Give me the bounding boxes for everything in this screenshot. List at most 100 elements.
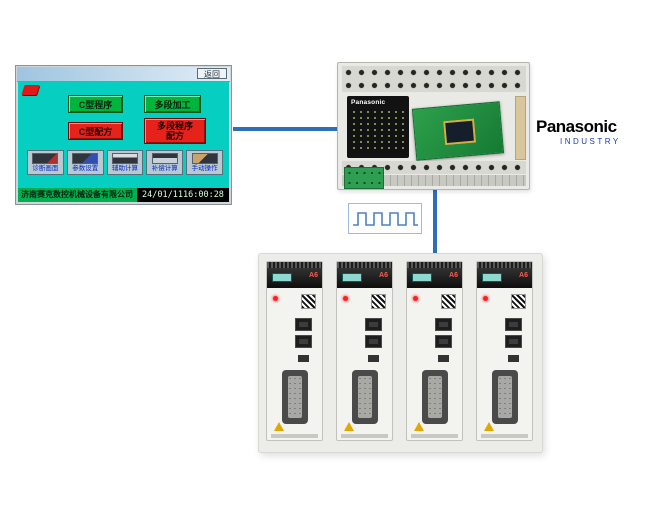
plc-green-terminal-block: [344, 167, 384, 189]
io-connector: [351, 370, 378, 424]
multi-segment-machining-button[interactable]: 多段加工: [144, 95, 201, 113]
power-led: [483, 296, 488, 301]
servo-base: [411, 434, 458, 438]
network-port: [365, 335, 382, 348]
manual-operation-button[interactable]: 手动操作: [186, 150, 223, 175]
auxiliary-calc-button[interactable]: 辅助计算: [106, 150, 144, 175]
power-led: [413, 296, 418, 301]
parameter-settings-icon: [72, 153, 99, 164]
network-port: [435, 335, 452, 348]
c-program-button[interactable]: C型程序: [68, 95, 123, 113]
servo-base: [481, 434, 528, 438]
manual-operation-icon: [191, 153, 218, 164]
network-port: [435, 318, 452, 331]
servo-series-badge: A6: [519, 272, 528, 279]
hmi-panel: 返回 C型程序 多段加工 C型配方 多段程序配方 诊断画面 参数设置: [15, 65, 232, 205]
menu-label-compensation: 补偿计算: [151, 165, 178, 172]
plc-terminal-strip: [342, 175, 526, 186]
servo-series-badge: A6: [309, 272, 318, 279]
hmi-logo-icon: [21, 85, 40, 95]
c-recipe-button[interactable]: C型配方: [68, 122, 123, 140]
usb-port: [508, 355, 519, 362]
pulse-signal-icon: [348, 203, 422, 234]
hmi-menu-bar: 诊断画面 参数设置 辅助计算 补偿计算 手动操作: [27, 150, 223, 175]
network-port: [295, 335, 312, 348]
comm-ports: [435, 318, 452, 352]
diagnosis-screen-button[interactable]: 诊断画面: [27, 150, 64, 175]
servo-display: [272, 273, 292, 282]
network-port: [295, 318, 312, 331]
plc-front-label: Panasonic: [347, 96, 409, 158]
warning-icon: [274, 422, 284, 431]
servo-drive-1: A6: [266, 261, 323, 441]
brand-logo: Panasonic INDUSTRY: [536, 118, 642, 146]
connector-pins: [287, 376, 302, 418]
qr-label: [301, 294, 316, 309]
connector-pins: [357, 376, 372, 418]
connector-pins: [427, 376, 442, 418]
hmi-statusbar: 济南赛克数控机械设备有限公司 24/01/1116:00:28: [18, 188, 229, 202]
diagnosis-icon: [32, 153, 59, 164]
servo-display: [342, 273, 362, 282]
warning-icon: [414, 422, 424, 431]
network-port: [365, 318, 382, 331]
io-connector: [421, 370, 448, 424]
network-port: [505, 318, 522, 331]
power-led: [273, 296, 278, 301]
servo-head: A6: [337, 262, 392, 288]
heatsink-fins: [337, 262, 392, 268]
servo-drive-3: A6: [406, 261, 463, 441]
servo-head: A6: [407, 262, 462, 288]
menu-label-diagnosis: 诊断画面: [32, 165, 59, 172]
menu-label-manual: 手动操作: [191, 165, 218, 172]
io-connector: [281, 370, 308, 424]
plc-to-servo-link: [433, 190, 437, 254]
usb-port: [298, 355, 309, 362]
back-button[interactable]: 返回: [197, 68, 227, 79]
comm-ports: [365, 318, 382, 352]
servo-display: [412, 273, 432, 282]
compensation-calc-icon: [151, 153, 178, 164]
servo-series-badge: A6: [379, 272, 388, 279]
compensation-calc-button[interactable]: 补偿计算: [146, 150, 184, 175]
qr-label: [511, 294, 526, 309]
servo-base: [271, 434, 318, 438]
brand-name: Panasonic: [536, 117, 617, 136]
usb-port: [368, 355, 379, 362]
servo-series-badge: A6: [449, 272, 458, 279]
hmi-to-plc-link: [233, 127, 337, 131]
network-port: [505, 335, 522, 348]
hmi-screen: C型程序 多段加工 C型配方 多段程序配方 诊断画面 参数设置 辅助计算: [18, 82, 229, 202]
heatsink-fins: [267, 262, 322, 268]
servo-drive-4: A6: [476, 261, 533, 441]
io-connector: [491, 370, 518, 424]
pulse-waveform: [353, 212, 418, 226]
warning-icon: [484, 422, 494, 431]
usb-port: [438, 355, 449, 362]
plc-top-terminals: [342, 66, 526, 92]
connector-pins: [497, 376, 512, 418]
power-led: [343, 296, 348, 301]
plc-chip: [443, 118, 477, 146]
auxiliary-calc-icon: [111, 153, 138, 164]
company-name: 济南赛克数控机械设备有限公司: [21, 190, 133, 199]
parameter-settings-button[interactable]: 参数设置: [66, 150, 104, 175]
servo-head: A6: [267, 262, 322, 288]
plc-brand-text: Panasonic: [351, 99, 386, 106]
brand-tagline: INDUSTRY: [560, 137, 621, 146]
heatsink-fins: [477, 262, 532, 268]
servo-base: [341, 434, 388, 438]
warning-icon: [344, 422, 354, 431]
plc-circuit-board: [411, 101, 505, 161]
comm-ports: [295, 318, 312, 352]
plc-side-connector: [515, 96, 526, 160]
plc-unit: Panasonic: [337, 62, 530, 190]
qr-label: [441, 294, 456, 309]
heatsink-fins: [407, 262, 462, 268]
servo-display: [482, 273, 502, 282]
datetime-display: 24/01/1116:00:28: [137, 188, 229, 202]
menu-label-parameters: 参数设置: [72, 165, 99, 172]
comm-ports: [505, 318, 522, 352]
multi-segment-recipe-button[interactable]: 多段程序配方: [144, 118, 206, 144]
